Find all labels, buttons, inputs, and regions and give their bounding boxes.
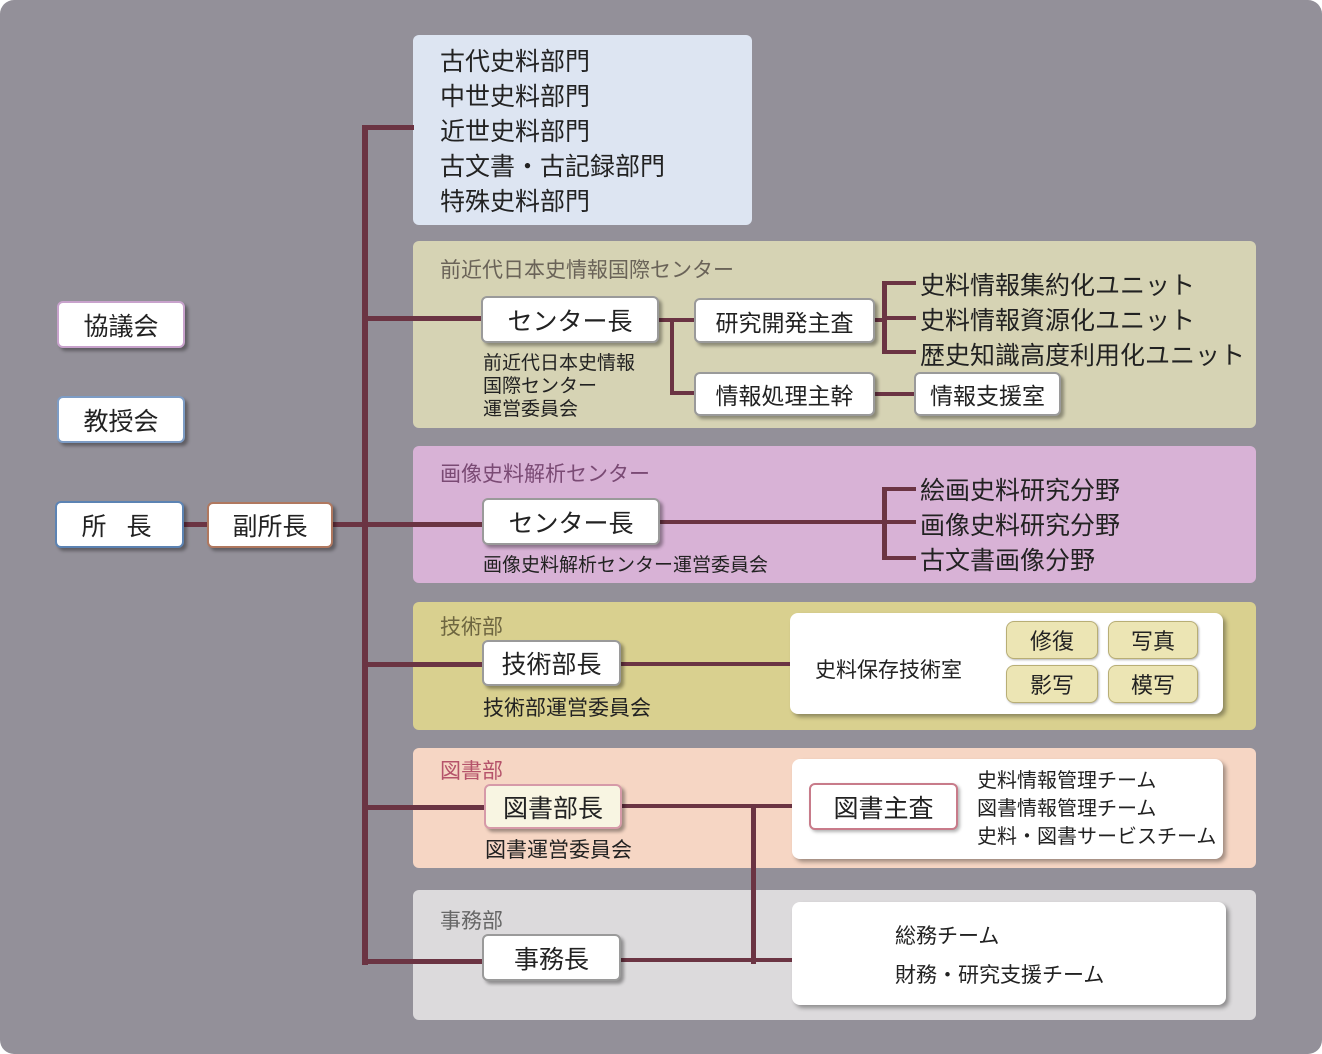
connector-line <box>874 318 886 322</box>
library-chief-box[interactable]: 図書主査 <box>809 783 958 830</box>
divisions-panel <box>413 35 752 225</box>
premodern-committee: 前近代日本史情報 国際センター 運営委員会 <box>483 352 635 421</box>
division-list: 古代史料部門 中世史料部門 近世史料部門 古文書・古記録部門 特殊史料部門 <box>440 44 665 219</box>
tech-head-label: 技術部長 <box>501 650 602 679</box>
library-dept-title: 図書部 <box>440 759 503 783</box>
admin-head-box[interactable]: 事務長 <box>482 934 621 981</box>
field-label[interactable]: 古文書画像分野 <box>920 546 1096 575</box>
trunk-line <box>362 125 368 965</box>
connector-line <box>183 522 209 527</box>
admin-head-label: 事務長 <box>513 944 589 974</box>
connector-line <box>882 487 916 491</box>
admin-team-item[interactable]: 財務・研究支援チーム <box>895 963 1105 987</box>
unit-label[interactable]: 史料情報集約化ユニット <box>920 271 1196 300</box>
connector-line <box>882 350 916 354</box>
division-item[interactable]: 近世史料部門 <box>440 117 591 146</box>
skill-copying[interactable]: 模写 <box>1108 665 1198 703</box>
unit-label[interactable]: 史料情報資源化ユニット <box>920 306 1196 335</box>
connector-line <box>362 959 484 964</box>
premodern-center-title: 前近代日本史情報国際センター <box>440 258 734 282</box>
division-item[interactable]: 特殊史料部門 <box>440 187 591 216</box>
field-label[interactable]: 絵画史料研究分野 <box>920 476 1121 505</box>
connector-line <box>362 805 484 810</box>
skill-tracing[interactable]: 影写 <box>1006 665 1098 703</box>
library-head-box[interactable]: 図書部長 <box>484 784 622 829</box>
admin-dept-title: 事務部 <box>440 909 503 933</box>
tech-dept-title: 技術部 <box>440 615 503 639</box>
info-chief-box[interactable]: 情報処理主幹 <box>694 372 875 416</box>
connector-line <box>620 958 792 962</box>
premodern-committee-line: 運営委員会 <box>483 398 579 420</box>
image-committee: 画像史料解析センター運営委員会 <box>483 554 769 576</box>
faculty-meeting-label: 教授会 <box>83 406 159 436</box>
division-item[interactable]: 中世史料部門 <box>440 82 591 111</box>
field-label[interactable]: 画像史料研究分野 <box>920 511 1121 540</box>
bracket-line <box>882 281 887 354</box>
library-teams: 史料情報管理チーム 図書情報管理チーム 史料・図書サービスチーム <box>977 766 1216 850</box>
premodern-center-head-label: センター長 <box>507 306 633 336</box>
support-room-label: 情報支援室 <box>930 384 1045 410</box>
connector-line <box>362 125 414 130</box>
connector-line <box>362 316 482 321</box>
connector-line <box>874 392 916 396</box>
vice-director-label: 副所長 <box>232 512 308 541</box>
council-box[interactable]: 協議会 <box>57 301 185 348</box>
premodern-committee-line: 国際センター <box>483 375 598 397</box>
premodern-committee-line: 前近代日本史情報 <box>483 352 636 374</box>
skill-label: 模写 <box>1130 674 1175 699</box>
connector-line <box>882 281 916 285</box>
connector-line <box>658 318 694 322</box>
skill-restoration[interactable]: 修復 <box>1006 621 1098 659</box>
connector-line <box>659 520 887 524</box>
connector-line <box>620 662 792 666</box>
research-chief-label: 研究開発主査 <box>715 310 854 337</box>
unit-label[interactable]: 歴史知識高度利用化ユニット <box>920 341 1246 370</box>
connector-line <box>882 556 916 560</box>
library-head-label: 図書部長 <box>502 793 603 823</box>
connector-line <box>886 520 916 524</box>
image-center-head-label: センター長 <box>508 508 634 538</box>
admin-team-item[interactable]: 総務チーム <box>895 924 1000 948</box>
director-label: 所 長 <box>81 511 158 541</box>
library-team-item[interactable]: 史料情報管理チーム <box>977 768 1157 792</box>
admin-teams-card <box>792 902 1226 1005</box>
tech-committee: 技術部運営委員会 <box>483 696 651 720</box>
bracket-line <box>882 487 887 560</box>
connector-line <box>670 391 696 395</box>
skill-label: 影写 <box>1029 674 1074 699</box>
library-chief-label: 図書主査 <box>833 793 934 823</box>
skill-label: 写真 <box>1130 630 1175 655</box>
library-committee: 図書運営委員会 <box>485 838 632 862</box>
skill-photography[interactable]: 写真 <box>1108 621 1198 659</box>
connector-line <box>331 522 369 527</box>
connector-line <box>670 318 674 395</box>
division-item[interactable]: 古文書・古記録部門 <box>440 152 666 181</box>
connector-line <box>362 522 482 527</box>
admin-teams: 総務チーム 財務・研究支援チーム <box>895 917 1104 995</box>
faculty-meeting-box[interactable]: 教授会 <box>57 396 185 443</box>
image-center-head-box[interactable]: センター長 <box>482 498 660 545</box>
support-room-box[interactable]: 情報支援室 <box>914 372 1061 416</box>
skill-label: 修復 <box>1029 630 1074 655</box>
connector-line <box>751 804 756 964</box>
research-chief-box[interactable]: 研究開発主査 <box>694 298 875 343</box>
library-team-item[interactable]: 史料・図書サービスチーム <box>977 824 1217 848</box>
tech-head-box[interactable]: 技術部長 <box>482 640 621 686</box>
premodern-center-head-box[interactable]: センター長 <box>481 296 659 343</box>
library-team-item[interactable]: 図書情報管理チーム <box>977 796 1157 820</box>
connector-line <box>621 804 792 808</box>
council-label: 協議会 <box>83 311 159 341</box>
info-chief-label: 情報処理主幹 <box>715 384 854 410</box>
director-box[interactable]: 所 長 <box>55 501 184 548</box>
division-item[interactable]: 古代史料部門 <box>440 47 591 76</box>
vice-director-box[interactable]: 副所長 <box>207 502 333 548</box>
preservation-room-label[interactable]: 史料保存技術室 <box>815 658 962 682</box>
connector-line <box>362 662 482 667</box>
image-center-title: 画像史料解析センター <box>440 462 650 486</box>
connector-line <box>886 316 916 320</box>
